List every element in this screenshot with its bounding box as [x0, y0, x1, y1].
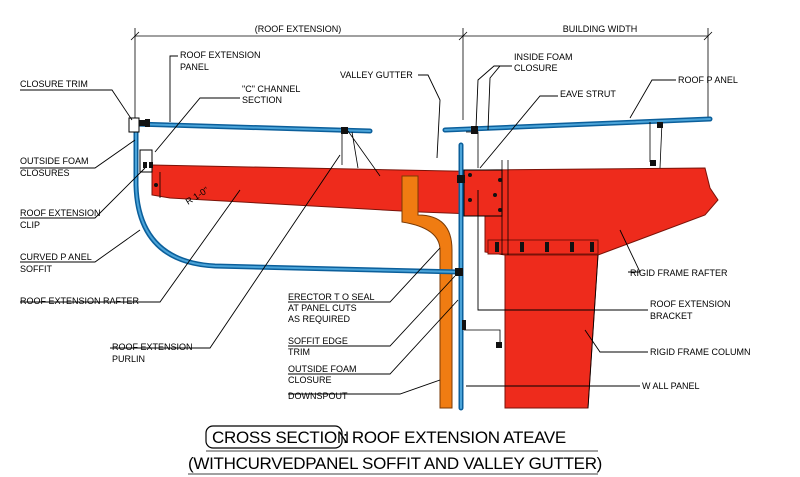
bracket-bolts — [495, 242, 594, 252]
dimension-lines: (ROOF EXTENSION) BUILDING WIDTH — [130, 24, 713, 120]
title-boxed: CROSS SECTION — [212, 428, 349, 447]
label-soffit-edge-trim-1: SOFFIT EDGE — [288, 336, 348, 346]
dim-building-width: BUILDING WIDTH — [563, 24, 638, 34]
roof-extension-purlin — [341, 130, 381, 177]
label-roof-extension-purlin-2: PURLIN — [112, 354, 145, 364]
label-roof-extension-clip-2: CLIP — [20, 220, 40, 230]
label-roof-extension-panel-2: PANEL — [180, 62, 209, 72]
label-roof-extension-purlin-1: ROOF EXTENSION — [112, 342, 193, 352]
title-line1-rest: : ROOF EXTENSION ATEAVE — [343, 428, 566, 447]
rigid-frame-column — [504, 254, 599, 409]
label-eave-strut: EAVE STRUT — [560, 89, 616, 99]
label-erector-seal-3: AS REQUIRED — [288, 314, 351, 324]
label-c-channel-2: SECTION — [242, 95, 282, 105]
label-outside-foam-closure-1: OUTSIDE FOAM — [288, 364, 357, 374]
label-wall-panel: W ALL PANEL — [642, 381, 700, 391]
dim-roof-extension: (ROOF EXTENSION) — [255, 24, 342, 34]
label-closure-trim: CLOSURE TRIM — [20, 79, 88, 89]
label-roof-extension-bracket-2: BRACKET — [650, 311, 693, 321]
downspout — [401, 175, 453, 409]
label-soffit-edge-trim-2: TRIM — [288, 347, 310, 357]
label-roof-extension-panel-1: ROOF EXTENSION — [180, 50, 261, 60]
label-roof-extension-rafter: ROOF EXTENSION RAFTER — [20, 296, 140, 306]
label-outside-foam-closures-1: OUTSIDE FOAM — [20, 156, 89, 166]
label-outside-foam-closures-2: CLOSURES — [20, 168, 70, 178]
label-curved-panel-soffit-1: CURVED P ANEL — [20, 252, 92, 262]
label-c-channel-1: "C" CHANNEL — [242, 84, 300, 94]
label-inside-foam-1: INSIDE FOAM — [514, 52, 573, 62]
label-roof-extension-clip-1: ROOF EXTENSION — [20, 208, 101, 218]
panel-fasteners — [139, 119, 663, 348]
label-rigid-frame-rafter: RIGID FRAME RAFTER — [630, 268, 728, 278]
closure-trim — [128, 117, 140, 133]
leader-lines — [20, 55, 676, 395]
label-erector-seal-2: AT PANEL CUTS — [288, 303, 357, 313]
eave-strut — [463, 160, 509, 255]
label-inside-foam-2: CLOSURE — [514, 63, 558, 73]
label-valley-gutter: VALLEY GUTTER — [340, 70, 413, 80]
title-box — [205, 425, 343, 449]
title-line2: (WITHCURVEDPANEL SOFFIT AND VALLEY GUTTE… — [188, 454, 602, 473]
title-block: CROSS SECTION : ROOF EXTENSION ATEAVE (W… — [188, 425, 602, 475]
callout-labels: CLOSURE TRIM ROOF EXTENSION PANEL "C" CH… — [20, 50, 751, 401]
label-downspout: DOWNSPOUT — [288, 391, 348, 401]
c-channel-section — [139, 149, 153, 173]
label-outside-foam-closure-2: CLOSURE — [288, 375, 332, 385]
label-curved-panel-soffit-2: SOFFIT — [20, 264, 52, 274]
label-roof-panel: ROOF P ANEL — [678, 75, 738, 85]
roof-extension-bracket — [487, 239, 599, 255]
roof-purlin — [649, 121, 663, 169]
label-erector-seal-1: ERECTOR T O SEAL — [288, 292, 375, 302]
label-rigid-frame-column: RIGID FRAME COLUMN — [650, 347, 751, 357]
label-roof-extension-bracket-1: ROOF EXTENSION — [650, 299, 731, 309]
